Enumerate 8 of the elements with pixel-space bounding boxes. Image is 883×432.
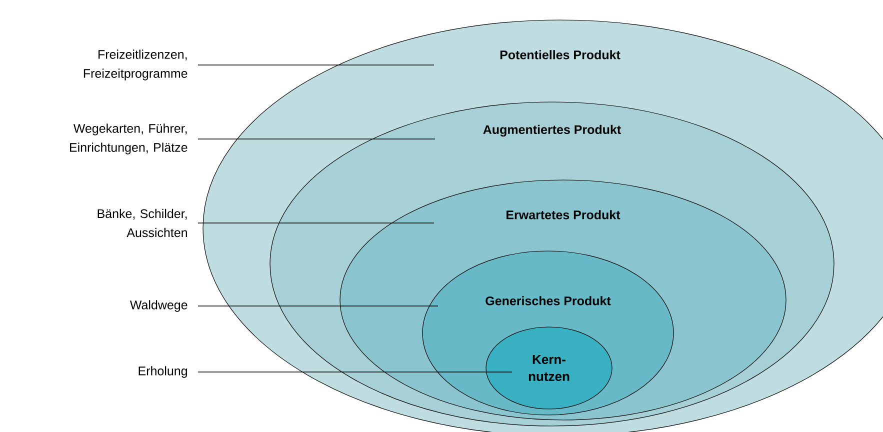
- leader-label: Erholung: [138, 366, 187, 378]
- leader-label: Waldwege: [130, 300, 188, 312]
- leader-label: Wegekarten, Führer, Einrichtungen, Plätze: [70, 124, 188, 154]
- leader-line: [198, 64, 434, 66]
- leader-label: Freizeitlizenzen, Freizeitprogramme: [84, 50, 188, 80]
- leader-line: [198, 138, 436, 140]
- leader-label: Bänke, Schilder, Aussichten: [98, 208, 187, 238]
- leader-line: [198, 222, 434, 224]
